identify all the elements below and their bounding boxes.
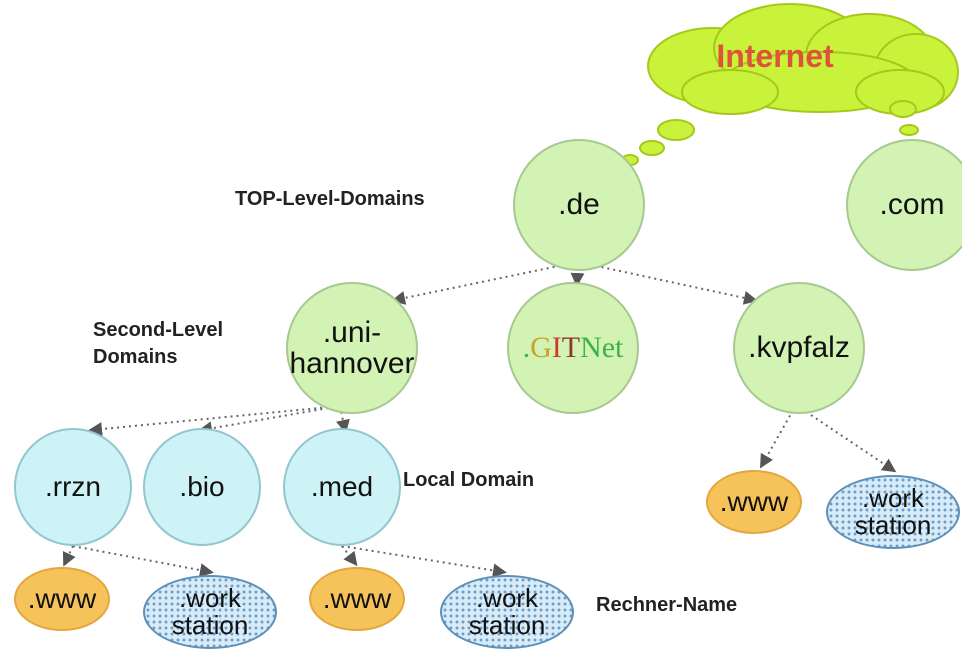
connector-uni-rrzn [88, 405, 341, 437]
node-med: .med [283, 428, 401, 546]
node-workstation-rrzn: .work station [143, 575, 277, 649]
internet-label: Internet [716, 38, 834, 74]
ws-line-1: .work [178, 582, 242, 613]
node-com: .com [846, 139, 962, 271]
connector-de-kvpfalz [577, 261, 758, 305]
node-bio: .bio [143, 428, 261, 546]
second-level-label-line-1: Second-Level [93, 319, 224, 341]
connector-rrzn-www [62, 545, 76, 567]
connector-de-uni [391, 261, 579, 305]
ws-line-2: station [854, 510, 932, 540]
domain-hierarchy-diagram: Internet TOP-Level-Domains Second-Level … [14, 3, 962, 649]
node-rrzn: .rrzn [14, 428, 132, 546]
gitnet-part: . [522, 331, 531, 365]
second-level-domains-label: Second-Level Domains [93, 317, 223, 371]
node-workstation-kvpfalz: .work station [826, 475, 960, 549]
top-level-domains-label: TOP-Level-Domains [235, 188, 425, 210]
gitnet-part: I [551, 331, 562, 365]
ws-line-2: station [171, 610, 249, 640]
node-de: .de [513, 139, 645, 271]
local-domain-label: Local Domain [403, 469, 535, 491]
node-www-rrzn: .www [14, 567, 110, 631]
node-uni-line-2: hannover [289, 347, 415, 380]
node-uni-hannover: .uni- hannover [286, 282, 418, 414]
gitnet-part: Net [580, 331, 624, 365]
diagram-graphics [62, 3, 959, 578]
connector-uni-med [336, 405, 350, 434]
connector-kvpfalz-www [760, 404, 797, 469]
gitnet-part: T [561, 331, 581, 365]
ws-line-1: .work [861, 482, 925, 513]
connector-kvpfalz-ws [795, 404, 897, 473]
internet-cloud [647, 3, 959, 115]
gitnet-part: G [530, 331, 552, 365]
node-kvpfalz: .kvpfalz [733, 282, 865, 414]
node-www-med: .www [309, 567, 405, 631]
node-www-kvpfalz: .www [706, 470, 802, 534]
node-workstation-med: .work station [440, 575, 574, 649]
ws-line-1: .work [475, 582, 539, 613]
second-level-label-line-2: Domains [93, 346, 178, 368]
connector-rrzn-ws [72, 545, 214, 578]
node-uni-line-1: .uni- [322, 315, 382, 349]
connector-med-www [341, 545, 358, 567]
rechner-name-label: Rechner-Name [596, 594, 738, 616]
connector-uni-bio [198, 405, 341, 436]
ws-line-2: station [468, 610, 546, 640]
connectors [62, 261, 897, 578]
